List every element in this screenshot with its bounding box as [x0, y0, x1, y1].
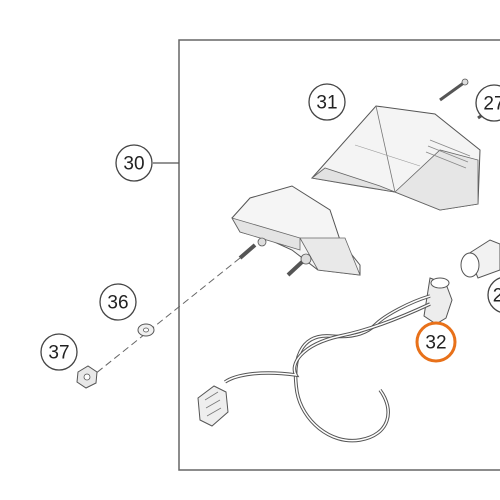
- screw-27-a[interactable]: [439, 78, 469, 102]
- part-32-wiring-harness[interactable]: [197, 277, 453, 443]
- part-37-nut[interactable]: [76, 365, 98, 389]
- callout-30-label: 30: [123, 154, 144, 175]
- part-31-cover[interactable]: [311, 105, 481, 211]
- callout-2[interactable]: 2: [487, 277, 500, 313]
- callout-32[interactable]: 32: [415, 321, 457, 363]
- callout-31[interactable]: 31: [308, 83, 346, 121]
- bulb[interactable]: [460, 239, 500, 279]
- callout-36[interactable]: 36: [99, 283, 137, 321]
- callout-37[interactable]: 37: [40, 333, 78, 371]
- callout-37-label: 37: [48, 343, 69, 364]
- callout-32-label: 32: [425, 333, 446, 354]
- assembly-line: [89, 257, 241, 379]
- part-30-housing[interactable]: [231, 185, 361, 277]
- callout-27[interactable]: 27: [475, 84, 500, 122]
- callout-30[interactable]: 30: [115, 144, 153, 182]
- callout-2-label: 2: [493, 286, 500, 307]
- callout-31-label: 31: [316, 93, 337, 114]
- callout-36-label: 36: [107, 293, 128, 314]
- part-36-washer[interactable]: [137, 323, 155, 337]
- callout-27-label: 27: [483, 94, 500, 115]
- assembly-frame: [178, 39, 500, 471]
